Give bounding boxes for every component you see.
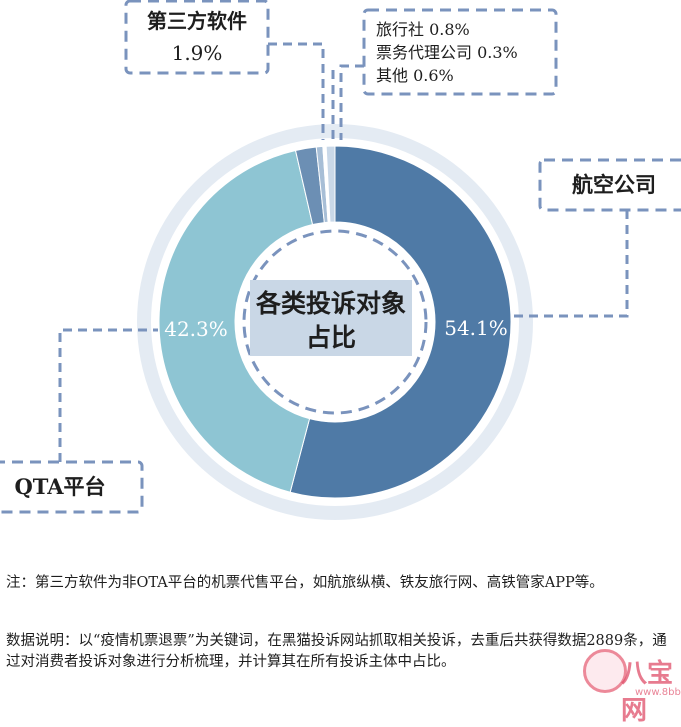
- chart-svg: 各类投诉对象 占比 54.1% 42.3% 第三方软件 1.9% 旅行社 0.8…: [0, 0, 681, 520]
- qta-leader: [58, 328, 158, 462]
- center-dashed-circle: [242, 229, 428, 415]
- ticket-agency-label: 票务代理公司 0.3%: [376, 43, 518, 62]
- third-party-leader: [268, 42, 325, 140]
- center-title-line2: 占比: [306, 323, 356, 352]
- slice-group: [158, 145, 512, 499]
- qta-label: QTA平台: [14, 474, 105, 499]
- airline-box: [538, 158, 681, 212]
- small-slices-leader: [339, 64, 364, 140]
- watermark-url: www.8bb.com: [635, 687, 681, 698]
- travel-agency-label: 旅行社 0.8%: [376, 20, 470, 39]
- small-slices-box: [362, 8, 558, 96]
- third-party-box: [124, 0, 270, 75]
- third-party-name: 第三方软件: [147, 9, 247, 33]
- center-title-box: [250, 280, 412, 356]
- baby-face-icon: [583, 649, 627, 693]
- watermark-text: 八宝网: [621, 659, 674, 726]
- watermark-logo: 八宝网 www.8bb.com: [581, 643, 681, 726]
- airline-percent-label: 54.1%: [444, 316, 508, 340]
- qta-box: [0, 460, 144, 514]
- airline-leader: [512, 210, 629, 318]
- qta-percent-label: 42.3%: [164, 317, 228, 341]
- airline-label: 航空公司: [572, 172, 656, 197]
- donut-chart: 各类投诉对象 占比 54.1% 42.3% 第三方软件 1.9% 旅行社 0.8…: [0, 0, 681, 520]
- chart-footnote: 注：第三方软件为非OTA平台的机票代售平台，如航旅纵横、铁友旅行网、高铁管家AP…: [6, 575, 604, 591]
- center-title-line1: 各类投诉对象: [255, 289, 406, 318]
- other-label: 其他 0.6%: [376, 66, 454, 85]
- third-party-value: 1.9%: [172, 41, 223, 65]
- data-description: 数据说明：以“疫情机票退票”为关键词，在黑猫投诉网站抓取相关投诉，去重后共获得数…: [6, 633, 667, 670]
- slice-0: [289, 145, 512, 499]
